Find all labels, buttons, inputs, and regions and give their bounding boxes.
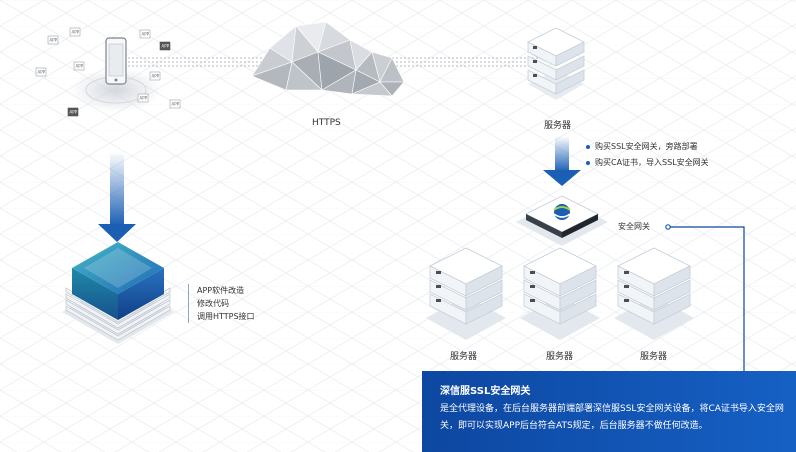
app-badges: APP APP APP APP APP APP APP APP APP APP xyxy=(35,27,181,117)
app-badge-icon: APP xyxy=(69,27,81,37)
bullet-icon xyxy=(586,160,590,165)
step-text: 购买CA证书，导入SSL安全网关 xyxy=(595,158,709,167)
description-panel: 深信服SSL安全网关 是全代理设备，在后台服务器前端部署深信服SSL安全网关设备… xyxy=(422,371,796,452)
svg-text:APP: APP xyxy=(142,32,150,37)
svg-text:APP: APP xyxy=(76,64,84,69)
server-label-bottom-3: 服务器 xyxy=(640,352,668,362)
app-badge-icon: APP xyxy=(67,107,79,117)
step-text: 购买SSL安全网关，旁路部署 xyxy=(595,142,698,151)
down-arrow-left xyxy=(98,152,136,242)
panel-body: 是全代理设备，在后台服务器前端部署深信服SSL安全网关设备，将CA证书导入安全网… xyxy=(440,404,784,431)
sangfor-logo-icon xyxy=(553,204,571,220)
down-arrow-right xyxy=(543,136,581,186)
server-label-bottom-1: 服务器 xyxy=(450,352,478,362)
svg-text:APP: APP xyxy=(70,110,78,115)
server-icon-bottom-3 xyxy=(614,247,694,340)
app-badge-icon: APP xyxy=(73,61,85,71)
app-step: 修改代码 xyxy=(197,299,229,308)
svg-text:APP: APP xyxy=(152,74,160,79)
server-icon-top xyxy=(527,27,585,100)
app-badge-icon: APP xyxy=(137,93,149,103)
app-badge-icon: APP xyxy=(47,35,59,45)
app-cube-stack xyxy=(62,242,174,344)
svg-text:APP: APP xyxy=(172,102,180,107)
step-buy-cert: 购买CA证书，导入SSL安全网关 xyxy=(586,157,709,168)
app-badge-icon: APP xyxy=(159,41,171,51)
security-gateway-device xyxy=(516,195,608,246)
gateway-connector-line xyxy=(665,224,745,371)
panel-title: 深信服SSL安全网关 xyxy=(440,386,531,397)
app-badge-icon: APP xyxy=(139,29,151,39)
app-badge-icon: APP xyxy=(35,67,47,77)
svg-text:APP: APP xyxy=(50,38,58,43)
bullet-icon xyxy=(586,144,590,149)
app-badge-icon: APP xyxy=(169,99,181,109)
app-steps-list: APP软件改造 修改代码 调用HTTPS接口 xyxy=(188,284,255,323)
step-buy-gateway: 购买SSL安全网关，旁路部署 xyxy=(586,141,698,152)
server-icon-bottom-2 xyxy=(520,247,600,340)
cloud-icon xyxy=(251,21,405,97)
svg-text:APP: APP xyxy=(38,70,46,75)
svg-text:APP: APP xyxy=(140,96,148,101)
app-step: 调用HTTPS接口 xyxy=(197,312,255,321)
app-step: APP软件改造 xyxy=(197,286,245,295)
svg-text:APP: APP xyxy=(72,30,80,35)
app-badge-icon: APP xyxy=(149,71,161,81)
server-icon-bottom-1 xyxy=(426,247,506,340)
server-label-bottom-2: 服务器 xyxy=(546,352,574,362)
svg-text:APP: APP xyxy=(162,44,170,49)
server-label-top: 服务器 xyxy=(544,121,572,131)
gateway-label: 安全网关 xyxy=(618,222,650,231)
https-label: HTTPS xyxy=(312,118,341,128)
